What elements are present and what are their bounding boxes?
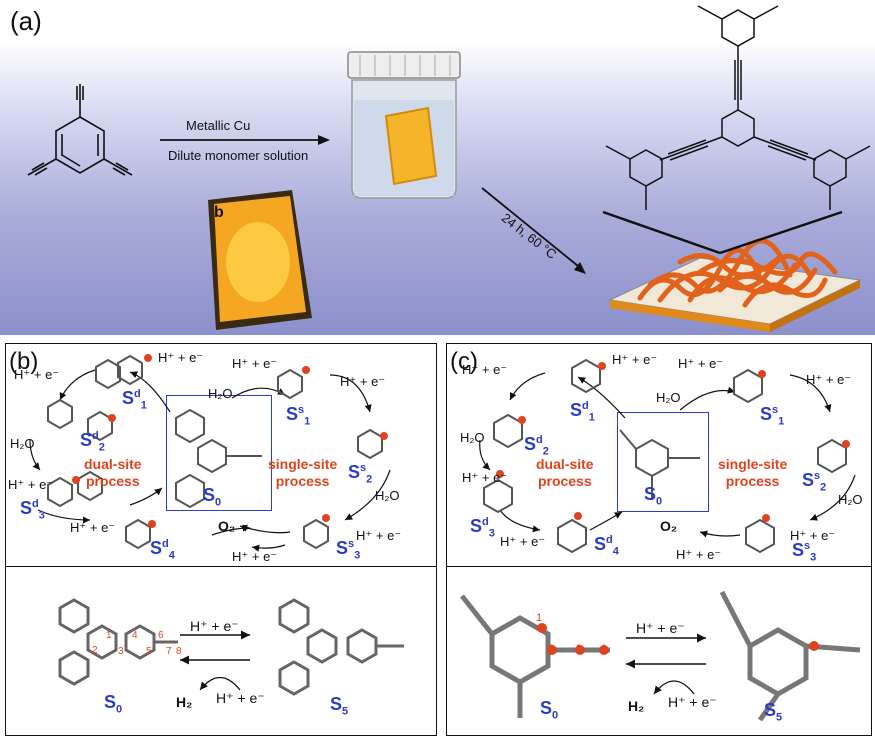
c-he-3: H⁺ + e⁻ — [678, 356, 724, 371]
photo-label: b — [214, 204, 224, 221]
c-h2: H₂ — [628, 698, 645, 714]
b-h2o-2: H₂O — [10, 436, 35, 451]
b-bottom-s0: S0 — [104, 692, 123, 716]
b-s2s-label: Ss2 — [348, 462, 373, 486]
b-site-5: 5 — [146, 646, 152, 657]
b-s1s-label: Ss1 — [286, 404, 311, 428]
b-he-4: H⁺ + e⁻ — [340, 374, 386, 389]
b-h2: H₂ — [176, 694, 193, 710]
c-s2s-label: Ss2 — [802, 470, 827, 494]
b-he-3: H⁺ + e⁻ — [232, 356, 278, 371]
b-he-6: H⁺ + e⁻ — [70, 520, 116, 535]
c-he-7: H⁺ + e⁻ — [790, 528, 836, 543]
c-o2: O₂ — [660, 518, 678, 534]
b-bottom-s5: S5 — [330, 694, 349, 718]
b-bottom-he-top: H⁺ + e⁻ — [190, 618, 239, 634]
panel-a-label: (a) — [10, 6, 42, 36]
polymer-film-substrate — [608, 238, 862, 332]
c-s4d-label: Sd4 — [594, 534, 619, 558]
b-bottom-he-bottom: H⁺ + e⁻ — [216, 690, 265, 706]
b-site-7: 7 — [166, 646, 172, 657]
polymer-network-structure — [605, 5, 871, 210]
c-s2d-label: Sd2 — [524, 434, 549, 458]
c-h2o-1: H₂O — [656, 390, 681, 405]
c-he-5: H⁺ + e⁻ — [462, 470, 508, 485]
b-h2o-1: H₂O — [208, 386, 233, 401]
b-site-8: 8 — [176, 646, 182, 657]
b-s3s-label: Ss3 — [336, 538, 361, 562]
c-s3s-label: Ss3 — [792, 540, 817, 564]
c-site-1: 1 — [536, 612, 543, 624]
b-s3d-label: Sd3 — [20, 498, 45, 522]
c-he-6: H⁺ + e⁻ — [500, 534, 546, 549]
b-he-7: H⁺ + e⁻ — [356, 528, 402, 543]
panel-c-bottom-box — [446, 566, 872, 736]
b-o2: O₂ — [218, 518, 236, 534]
b-site-4: 4 — [132, 630, 138, 641]
b-site-1: 1 — [106, 630, 112, 641]
monomer-structure — [27, 84, 133, 176]
b-single-site-label: single-site process — [268, 456, 338, 489]
c-bottom-he-bottom: H⁺ + e⁻ — [668, 694, 717, 710]
zoom-line-right — [719, 210, 843, 255]
panel-c-s0-box — [617, 412, 709, 512]
c-site-2: 2 — [548, 643, 555, 655]
zoom-line-left — [602, 210, 721, 255]
b-site-2: 2 — [92, 645, 98, 656]
panel-c-top-box — [446, 343, 872, 568]
b-site-6: 6 — [158, 630, 164, 641]
b-dual-site-label: dual-site process — [84, 456, 142, 489]
c-he-4: H⁺ + e⁻ — [806, 372, 852, 387]
c-he-1: H⁺ + e⁻ — [462, 362, 508, 377]
c-s1d-label: Sd1 — [570, 400, 595, 424]
condition-arrow — [481, 187, 579, 267]
b-s2d-label: Sd2 — [80, 430, 105, 454]
c-s1s-label: Ss1 — [760, 404, 785, 428]
panel-b-s0-box — [166, 395, 272, 511]
panel-b-bottom-box — [5, 566, 437, 736]
reagent-label: Metallic Cu — [186, 118, 251, 133]
c-h2o-3: H₂O — [838, 492, 863, 507]
b-s0-label: S0 — [203, 485, 222, 509]
film-photo — [208, 190, 312, 330]
c-s0-label: S0 — [644, 484, 663, 508]
c-he-2: H⁺ + e⁻ — [612, 352, 658, 367]
c-site-3: 3 — [576, 643, 583, 655]
b-he-8: H⁺ + e⁻ — [232, 549, 278, 564]
b-he-5: H⁺ + e⁻ — [8, 477, 54, 492]
b-h2o-3: H₂O — [375, 488, 400, 503]
c-single-site-label: single-site process — [718, 456, 788, 489]
c-s3d-label: Sd3 — [470, 516, 495, 540]
b-site-3: 3 — [118, 646, 124, 657]
panel-c-label: (c) — [450, 348, 478, 375]
b-he-1: H⁺ + e⁻ — [14, 367, 60, 382]
panel-b-label: (b) — [9, 348, 39, 375]
b-s4d-label: Sd4 — [150, 538, 175, 562]
b-he-2: H⁺ + e⁻ — [158, 350, 204, 365]
solution-label: Dilute monomer solution — [168, 148, 309, 163]
c-dual-site-label: dual-site process — [536, 456, 594, 489]
c-site-4: 4 — [600, 643, 607, 655]
vial-icon — [347, 51, 461, 199]
c-h2o-2: H₂O — [460, 430, 485, 445]
molecule-sketches — [47, 354, 847, 554]
c-bottom-s0: S0 — [540, 698, 559, 722]
c-bottom-s5: S5 — [764, 700, 783, 724]
c-bottom-he-top: H⁺ + e⁻ — [636, 620, 685, 636]
c-he-8: H⁺ + e⁻ — [676, 547, 722, 562]
b-s1d-label: Sd1 — [122, 388, 147, 412]
